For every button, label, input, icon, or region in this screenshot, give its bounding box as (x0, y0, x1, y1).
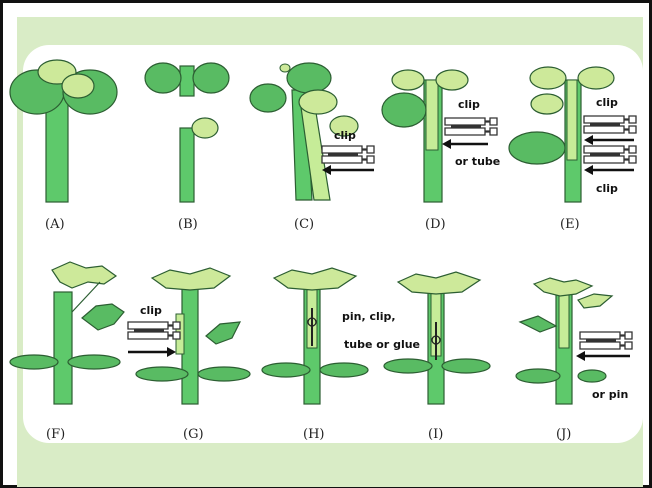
panel-c: clip (C) (250, 63, 374, 232)
leaf (192, 118, 218, 138)
annotation: pin, clip, (342, 310, 396, 323)
panel-label: (G) (183, 427, 204, 442)
leaf (530, 67, 566, 89)
annotation: clip (596, 96, 618, 109)
panel-label: (A) (45, 217, 65, 232)
leaf (578, 67, 614, 89)
scion-stem (426, 80, 438, 150)
annotation: or pin (592, 388, 628, 401)
stem (54, 292, 72, 404)
leaf (398, 272, 480, 294)
annotation: clip (334, 129, 356, 142)
clip-icon (584, 116, 636, 133)
panel-label: (I) (428, 427, 443, 442)
clip-icon (580, 332, 632, 349)
leaf (531, 94, 563, 114)
leaf (82, 304, 124, 330)
annotation: or tube (455, 155, 500, 168)
clip-icon (445, 118, 497, 135)
arrow-head (167, 347, 176, 357)
arrow-head (576, 351, 585, 361)
leaf (320, 363, 368, 377)
leaf (68, 355, 120, 369)
leaf (152, 268, 230, 290)
panel-h: pin, clip, tube or glue (H) (262, 268, 420, 442)
leaf (262, 363, 310, 377)
clip-icon (584, 146, 636, 163)
leaf (136, 367, 188, 381)
leaf (382, 93, 426, 127)
panel-a: (A) (10, 60, 117, 232)
leaf (578, 370, 606, 382)
scion-stem (559, 292, 569, 348)
panel-label: (F) (46, 427, 65, 442)
panel-b: (B) (145, 63, 229, 232)
leaf (520, 316, 556, 332)
leaf (280, 64, 290, 72)
arrow-head (442, 139, 451, 149)
leaf (578, 294, 612, 308)
clip-icon (128, 322, 180, 339)
panel-label: (J) (556, 427, 571, 442)
leaf (436, 70, 468, 90)
leaf (10, 355, 58, 369)
leaf (198, 367, 250, 381)
annotation: tube or glue (344, 338, 420, 351)
leaf (442, 359, 490, 373)
leaf (384, 359, 432, 373)
annotation: clip (140, 304, 162, 317)
scion-stem (180, 66, 194, 96)
panel-label: (D) (425, 217, 446, 232)
leaf (250, 84, 286, 112)
panel-label: (C) (294, 217, 314, 232)
panel-label: (H) (303, 427, 324, 442)
annotation: clip (458, 98, 480, 111)
leaf (274, 268, 356, 290)
panel-d: clip or tube (D) (382, 70, 500, 232)
panel-e: clip clip (E) (509, 67, 636, 232)
panel-label: (B) (178, 217, 198, 232)
leaf (287, 63, 331, 93)
arrow-head (584, 135, 593, 145)
panel-label: (E) (560, 217, 580, 232)
leaf (392, 70, 424, 90)
leaf (62, 74, 94, 98)
panel-j: or pin (J) (516, 278, 632, 442)
rootstock-stem (180, 128, 194, 202)
panel-f: (F) (10, 262, 124, 442)
leaf (299, 90, 337, 114)
annotation: clip (596, 182, 618, 195)
leaf (206, 322, 240, 344)
leaf (509, 132, 565, 164)
leaf (145, 63, 181, 93)
leaf (534, 278, 592, 296)
arrow-head (584, 165, 593, 175)
leaf (52, 262, 116, 288)
panel-i: (I) (384, 272, 490, 442)
leaf (516, 369, 560, 383)
scion-stem (567, 80, 577, 160)
leaf (193, 63, 229, 93)
clip-icon (322, 146, 374, 163)
panel-g: clip (G) (128, 268, 250, 442)
